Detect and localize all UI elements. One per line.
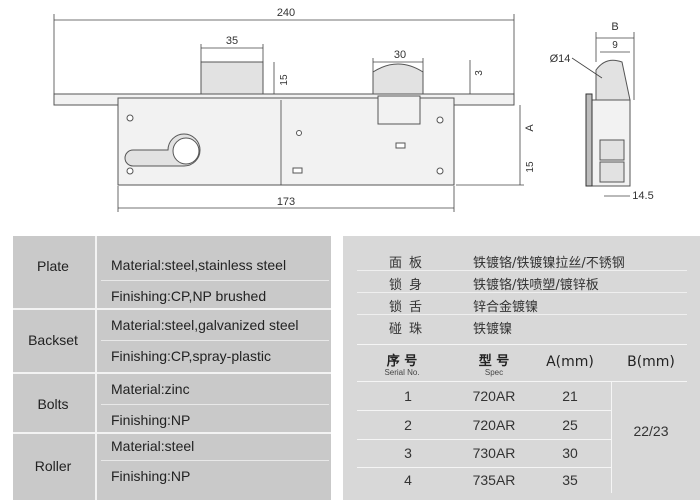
spec-group-plate: Plate Material:steel,stainless steel Fin… bbox=[13, 236, 331, 304]
table-cell-spec: 730AR bbox=[472, 445, 516, 461]
dim-phi14-label: Ø14 bbox=[550, 53, 571, 65]
material-row: 面板 铁镀铬/铁镀镍拉丝/不锈钢 bbox=[357, 252, 687, 272]
spec-row: Material:steel,stainless steel bbox=[111, 257, 287, 273]
side-view-bolt bbox=[599, 139, 625, 161]
spec-row: Material:steel,galvanized steel bbox=[111, 317, 299, 333]
spec-group-bolts: Bolts Material:zinc Finishing:NP bbox=[13, 372, 331, 436]
screw-hole bbox=[126, 114, 134, 122]
table-cell-spec: 720AR bbox=[472, 417, 516, 433]
row-divider bbox=[101, 404, 329, 405]
table-cell-serial: 3 bbox=[404, 445, 412, 461]
spec-table-english: Plate Material:steel,stainless steel Fin… bbox=[13, 236, 331, 500]
part-material: 锌合金镀镍 bbox=[473, 300, 539, 315]
row-divider bbox=[357, 439, 611, 440]
dim-15-side-label: 15 bbox=[525, 161, 536, 173]
dim-A-label: A bbox=[524, 124, 536, 132]
row-divider bbox=[101, 340, 329, 341]
part-material: 铁镀铬/铁喷塑/镀锌板 bbox=[473, 278, 599, 293]
screw-hole bbox=[436, 167, 444, 175]
group-divider bbox=[13, 372, 331, 374]
row-divider bbox=[101, 280, 329, 281]
table-cell-spec: 720AR bbox=[472, 388, 516, 404]
spec-row: Finishing:NP bbox=[111, 412, 191, 428]
header-serial-en: Serial No. bbox=[384, 368, 420, 377]
column-divider bbox=[611, 381, 612, 493]
row-divider bbox=[357, 270, 687, 271]
spec-table-chinese: 面板 铁镀铬/铁镀镍拉丝/不锈钢 锁身 铁镀铬/铁喷塑/镀锌板 锁舌 锌合金镀镍… bbox=[343, 236, 700, 500]
part-label: 锁身 bbox=[389, 278, 430, 293]
table-top-border bbox=[357, 344, 687, 345]
leader-line bbox=[571, 57, 603, 79]
table-cell-b: 22/23 bbox=[633, 423, 669, 439]
header-serial: 序 号 Serial No. bbox=[363, 350, 441, 377]
table-cell-serial: 1 bbox=[404, 388, 412, 404]
table-cell-a: 35 bbox=[562, 472, 578, 488]
row-divider bbox=[357, 314, 687, 315]
dim-3-label: 3 bbox=[474, 70, 485, 76]
row-divider bbox=[101, 460, 329, 461]
dim-15-top-label: 15 bbox=[279, 74, 290, 86]
dim-173-label: 173 bbox=[277, 196, 295, 208]
dim-B-label: B bbox=[611, 21, 618, 33]
part-label: 碰珠 bbox=[389, 322, 430, 337]
header-serial-cn: 序 号 bbox=[386, 354, 418, 369]
header-a-label: A(mm) bbox=[546, 354, 594, 370]
cylinder-hole bbox=[172, 137, 200, 165]
lock-technical-drawing: 240 35 15 30 3 A 15 173 B 9 Ø14 14.5 bbox=[40, 0, 662, 222]
spec-row: Finishing:CP,NP brushed bbox=[111, 288, 267, 304]
row-divider bbox=[357, 292, 687, 293]
dim-14-5-label: 14.5 bbox=[632, 190, 653, 202]
table-cell-serial: 4 bbox=[404, 472, 412, 488]
material-row: 锁舌 锌合金镀镍 bbox=[357, 296, 687, 316]
dim-240-label: 240 bbox=[277, 7, 295, 19]
row-divider bbox=[357, 410, 611, 411]
dim-9-label: 9 bbox=[612, 40, 618, 51]
table-cell-serial: 2 bbox=[404, 417, 412, 433]
spec-row: Finishing:CP,spray-plastic bbox=[111, 348, 272, 364]
table-cell-a: 30 bbox=[562, 445, 578, 461]
part-material: 铁镀镍 bbox=[473, 322, 513, 337]
group-label: Bolts bbox=[37, 396, 69, 412]
screw-hole bbox=[126, 167, 134, 175]
part-material: 铁镀铬/铁镀镍拉丝/不锈钢 bbox=[473, 256, 625, 271]
group-divider bbox=[13, 432, 331, 434]
header-spec-cn: 型 号 bbox=[478, 354, 510, 369]
spec-row: Material:zinc bbox=[111, 381, 190, 397]
dim-30-label: 30 bbox=[394, 49, 406, 61]
slot bbox=[292, 167, 303, 174]
header-divider bbox=[357, 381, 687, 382]
roller bbox=[372, 63, 424, 95]
screw-hole bbox=[436, 116, 444, 124]
header-a: A(mm) bbox=[535, 354, 605, 370]
slot bbox=[395, 142, 406, 149]
dim-35-label: 35 bbox=[226, 35, 238, 47]
table-cell-a: 21 bbox=[562, 388, 578, 404]
material-row: 锁身 铁镀铬/铁喷塑/镀锌板 bbox=[357, 274, 687, 294]
column-divider bbox=[95, 236, 97, 500]
roller-housing bbox=[377, 95, 421, 125]
side-view-bolt bbox=[599, 161, 625, 183]
header-spec-en: Spec bbox=[484, 368, 504, 377]
spec-group-backset: Backset Material:steel,galvanized steel … bbox=[13, 308, 331, 372]
group-divider bbox=[13, 308, 331, 310]
spec-group-roller: Roller Material:steel Finishing:NP bbox=[13, 432, 331, 500]
group-label: Plate bbox=[37, 258, 69, 274]
spec-row: Finishing:NP bbox=[111, 468, 191, 484]
table-cell-spec: 735AR bbox=[472, 472, 516, 488]
side-view-roller bbox=[595, 59, 631, 101]
header-b: B(mm) bbox=[611, 354, 691, 370]
header-spec: 型 号 Spec bbox=[455, 350, 533, 377]
material-row: 碰珠 铁镀镍 bbox=[357, 318, 687, 338]
table-cell-a: 25 bbox=[562, 417, 578, 433]
deadbolt bbox=[200, 61, 264, 95]
part-label: 面板 bbox=[389, 256, 430, 271]
group-label: Roller bbox=[34, 458, 72, 474]
spec-row: Material:steel bbox=[111, 438, 195, 454]
group-label: Backset bbox=[28, 332, 78, 348]
side-view-faceplate bbox=[585, 93, 593, 187]
screw-hole bbox=[296, 130, 302, 136]
part-label: 锁舌 bbox=[389, 300, 430, 315]
header-b-label: B(mm) bbox=[627, 354, 675, 370]
row-divider bbox=[357, 467, 611, 468]
